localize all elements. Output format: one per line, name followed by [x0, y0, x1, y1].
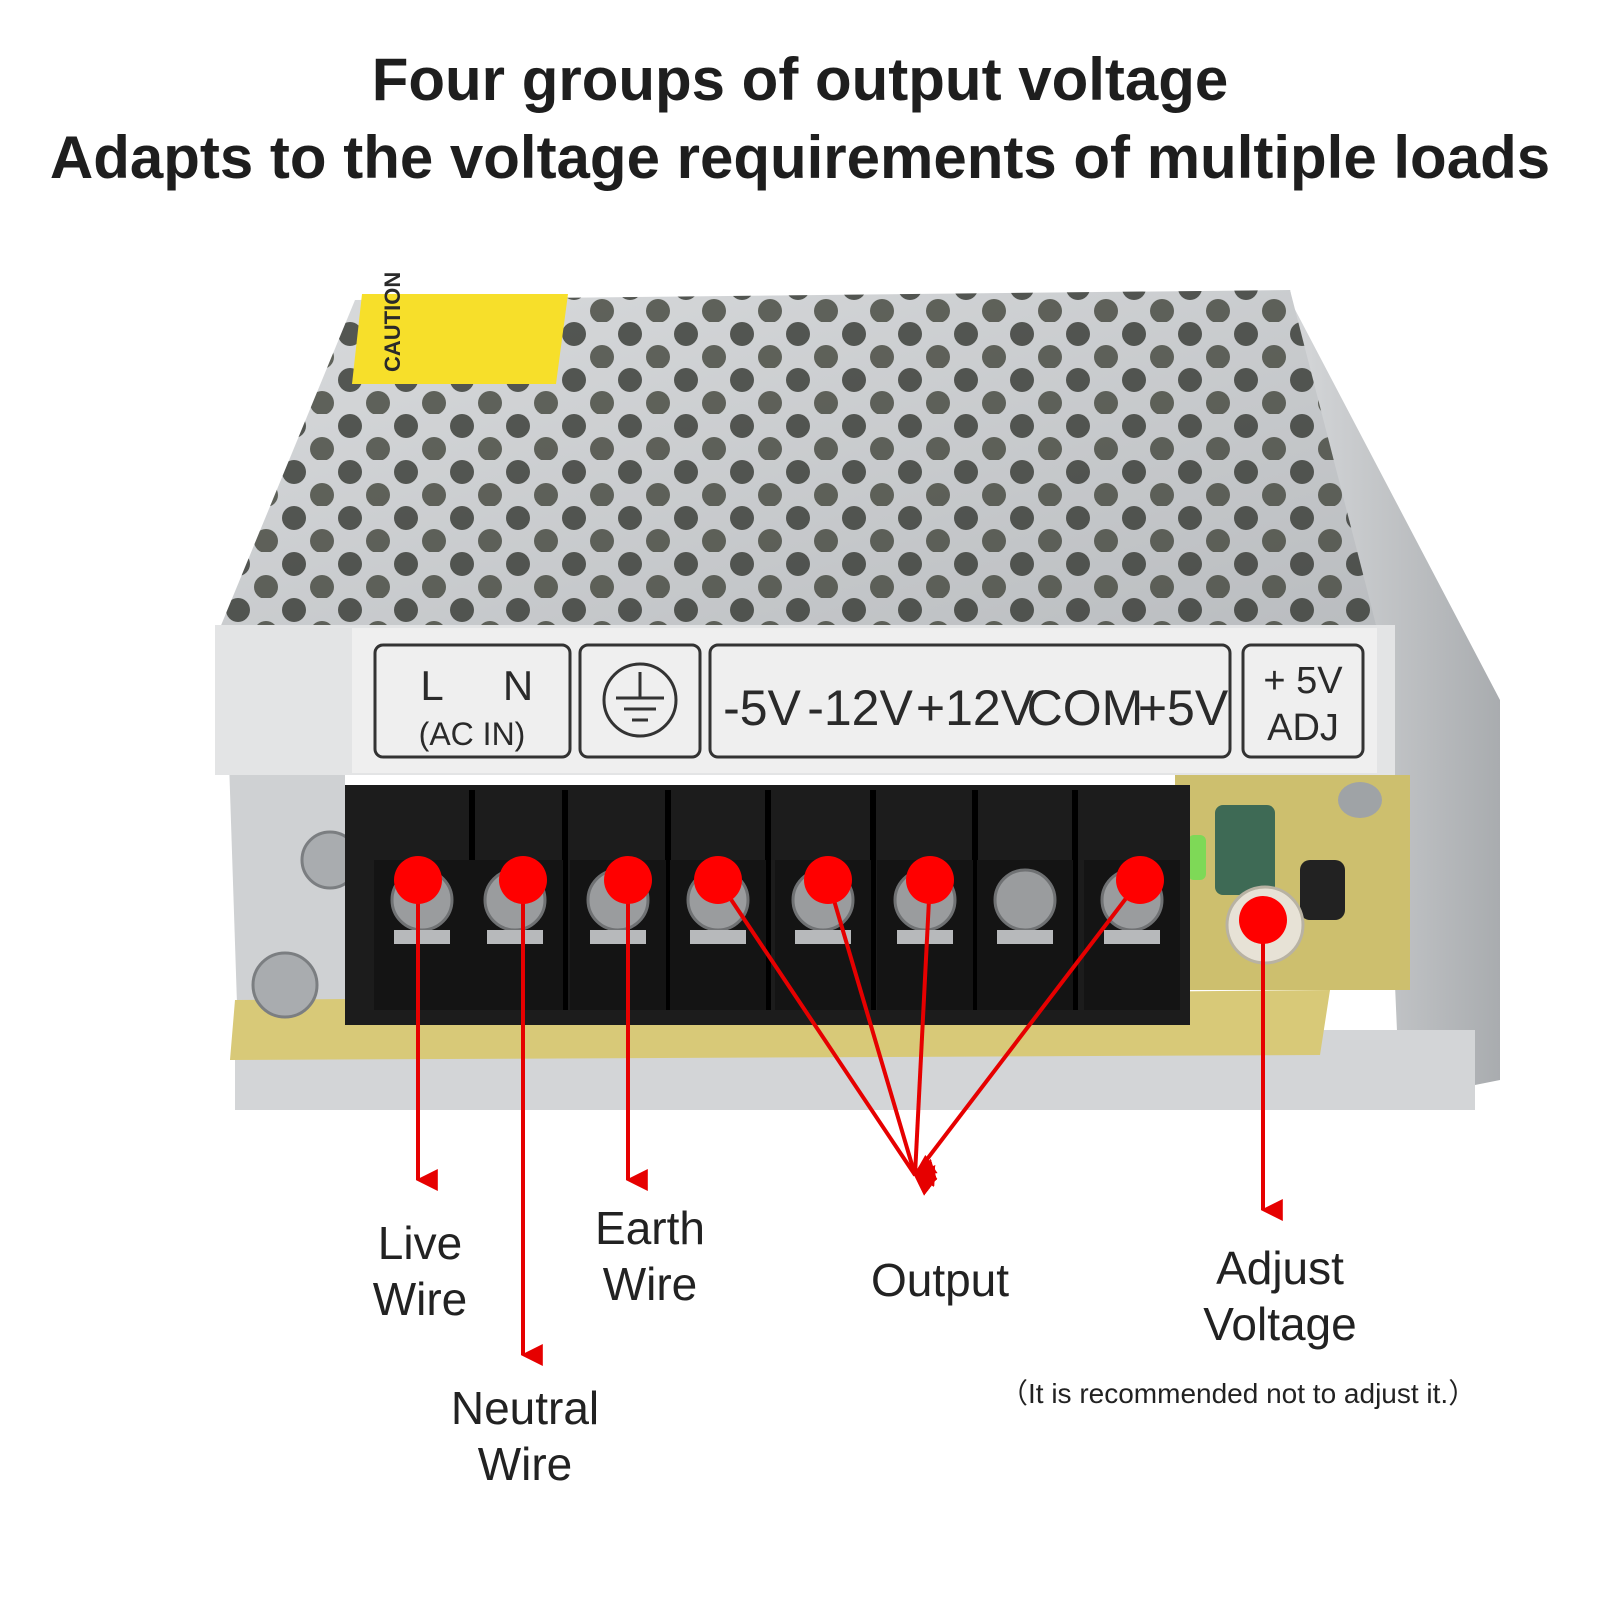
terminal-marker-dot [394, 856, 442, 904]
caution-sticker: CAUTION [352, 272, 568, 384]
terminal-markers [394, 856, 1287, 944]
terminal-marker-dot [804, 856, 852, 904]
callout-arrow [913, 878, 1142, 1196]
callout-arrow [826, 879, 938, 1180]
headline-line-1: Four groups of output voltage [371, 46, 1229, 113]
callout-output-line1: Output [870, 1254, 1010, 1306]
label-adj: ADJ [1267, 707, 1339, 749]
callout-earth-line2: Wire [602, 1258, 698, 1310]
callout-earth-line1: Earth [595, 1202, 705, 1254]
callout-output: Output [855, 1252, 1025, 1308]
headline-line-2: Adapts to the voltage requirements of mu… [49, 124, 1551, 191]
label-adj-voltage: + 5V [1263, 660, 1343, 702]
callout-neutral-line1: Neutral [450, 1382, 600, 1434]
earth-ground-icon [602, 662, 678, 738]
terminal-marker-dot [694, 856, 742, 904]
caution-text: CAUTION [380, 272, 405, 372]
terminal-marker-dot [1116, 856, 1164, 904]
terminal-marker-dot [906, 856, 954, 904]
terminal-marker-dot [499, 856, 547, 904]
callout-arrows [415, 878, 1283, 1366]
callout-neutral-wire: Neutral Wire [430, 1380, 620, 1492]
terminal-screw[interactable] [977, 860, 1073, 1010]
callout-arrow [716, 878, 938, 1177]
label-output-minus-12v: -12V [807, 680, 913, 736]
callout-earth-wire: Earth Wire [575, 1200, 725, 1312]
callout-adjust-line2: Voltage [1203, 1298, 1357, 1350]
callout-live-wire: Live Wire [360, 1215, 480, 1327]
terminal-block [345, 785, 1190, 1025]
label-output-plus-12v: +12V [916, 680, 1035, 736]
callout-adjust-line1: Adjust [1216, 1242, 1344, 1294]
callout-live-line1: Live [377, 1217, 463, 1269]
terminal-marker-dot [604, 856, 652, 904]
terminal-label-plate: L N (AC IN) -5V -12V +12V COM +5V + 5V A… [352, 628, 1377, 773]
label-l: L [420, 662, 443, 709]
callout-adjust-voltage: Adjust Voltage [1180, 1240, 1380, 1352]
label-output-plus-5v: +5V [1138, 680, 1229, 736]
mounting-screws [251, 830, 360, 1019]
callout-arrow [912, 879, 936, 1187]
callout-live-line2: Wire [372, 1273, 468, 1325]
label-ac-in: (AC IN) [419, 716, 526, 752]
terminal-marker-dot [1239, 896, 1287, 944]
callout-neutral-line2: Wire [477, 1438, 573, 1490]
adjust-warning-note: （It is recommended not to adjust it.） [1000, 1378, 1477, 1409]
label-output-minus-5v: -5V [723, 680, 801, 736]
label-n: N [503, 662, 533, 709]
label-output-com: COM [1027, 680, 1144, 736]
